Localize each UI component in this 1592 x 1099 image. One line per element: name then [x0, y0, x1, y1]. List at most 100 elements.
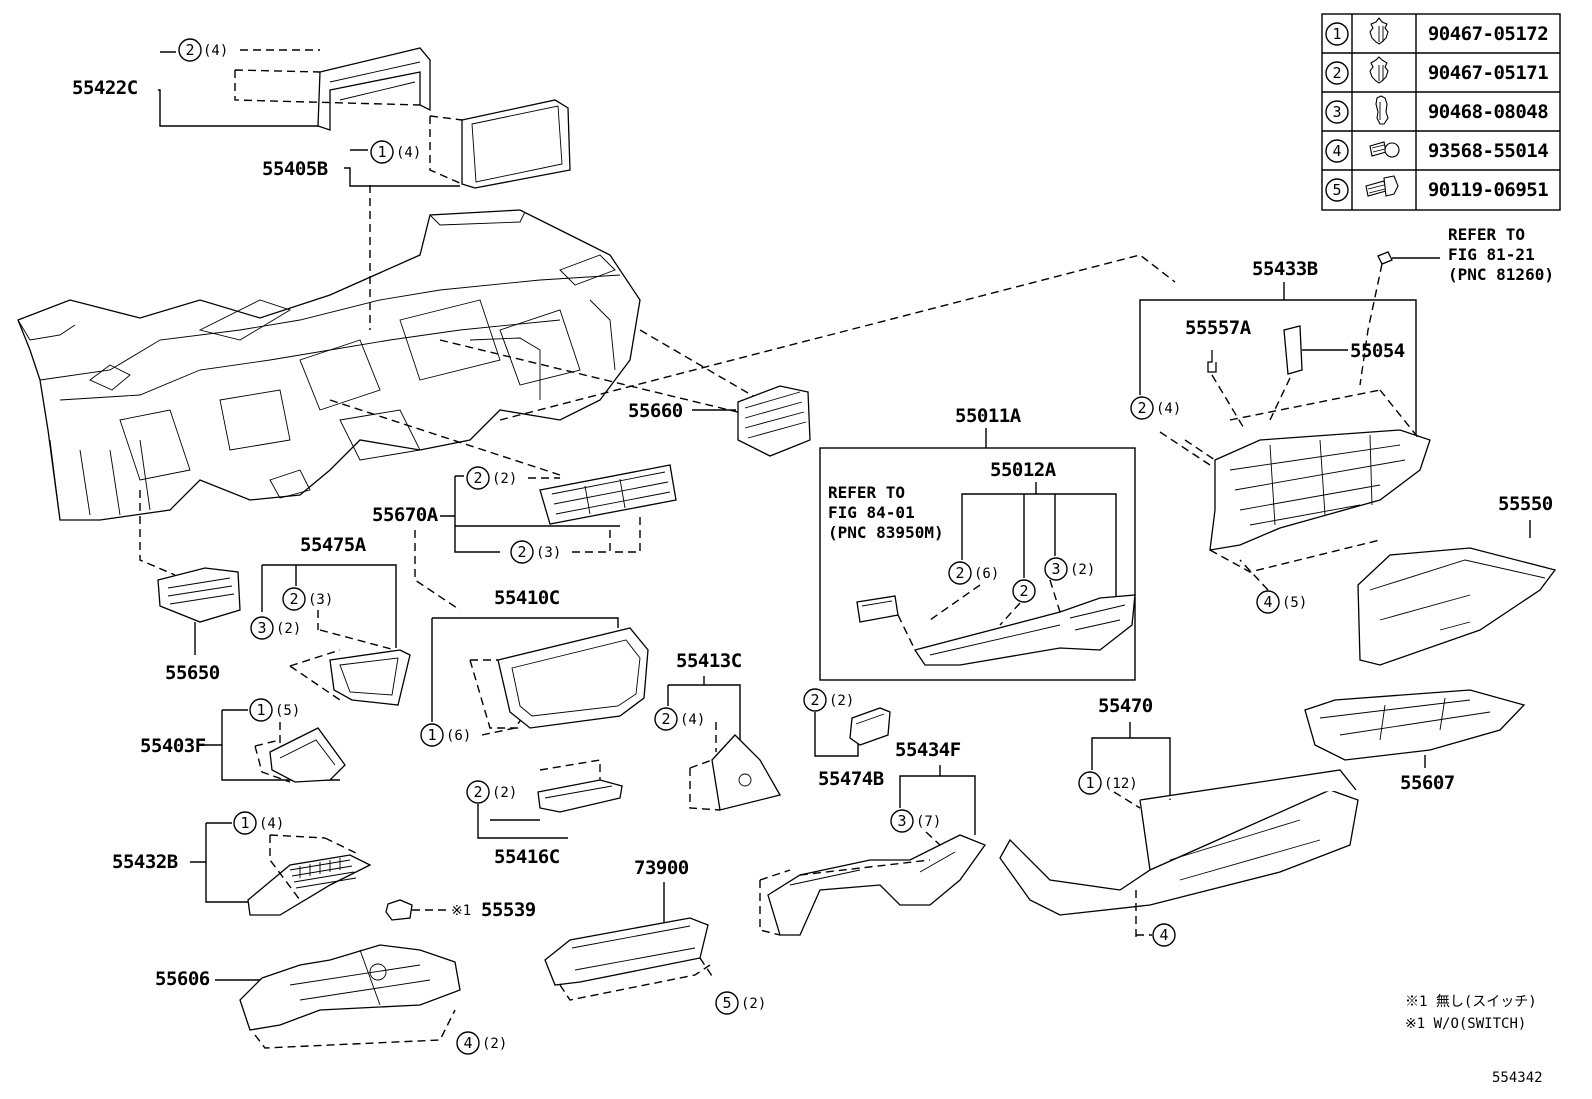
legend-row-5: 5 90119-06951 [1325, 175, 1549, 202]
label-55413C: 55413C [676, 650, 742, 672]
part-55470: 55470 1 (12) 4 [999, 695, 1359, 947]
part-73900: 73900 5 (2) [544, 857, 766, 1015]
callout-c5: 2 (3) [282, 587, 333, 630]
label-55054: 55054 [1350, 340, 1405, 362]
label-55434F: 55434F [895, 739, 961, 761]
svg-text:(5): (5) [1282, 595, 1307, 611]
part-55550: 55550 [1357, 493, 1557, 666]
svg-text:1: 1 [240, 814, 249, 832]
switch-assembly-box [819, 447, 1136, 681]
svg-text:3: 3 [897, 812, 906, 830]
label-55474B: 55474B [818, 768, 884, 790]
legend-row-1-num: 1 [1332, 25, 1341, 43]
svg-text:(2): (2) [276, 621, 301, 637]
clip-icon [1369, 17, 1389, 45]
figure-id: 554342 [1492, 1070, 1543, 1086]
svg-text:2: 2 [1019, 582, 1028, 600]
svg-text:FIG 84-01: FIG 84-01 [828, 503, 915, 522]
legend-row-2-num: 2 [1332, 64, 1341, 82]
svg-text:4: 4 [1159, 926, 1168, 944]
part-55474B: 2 (2) 55474B [803, 688, 891, 790]
part-55413C: 55413C 2 (4) [654, 650, 781, 811]
svg-text:1: 1 [1085, 774, 1094, 792]
callout-c16: 2 (6) [948, 561, 999, 585]
label-55660: 55660 [628, 400, 683, 422]
callout-c14: 5 (2) [699, 957, 766, 1015]
part-55011A: 55011A 55012A REFER TO FIG 84-01 (PNC 83… [819, 405, 1136, 681]
svg-text:REFER TO: REFER TO [1448, 225, 1525, 244]
part-55422C: 55422C 2 (4) [72, 38, 431, 131]
legend-row-5-part: 90119-06951 [1428, 179, 1548, 201]
label-55470: 55470 [1098, 695, 1153, 717]
ref-fig-81-21: REFER TO FIG 81-21 (PNC 81260) [1448, 225, 1554, 284]
svg-text:(5): (5) [275, 703, 300, 719]
callout-c2: 1 (4) [370, 140, 421, 164]
part-55434F: 55434F 3 (7) [759, 739, 987, 936]
legend-row-3-part: 90468-08048 [1428, 101, 1548, 123]
legend-row-5-num: 5 [1332, 181, 1341, 199]
ref-fig-84-01: REFER TO FIG 84-01 (PNC 83950M) [828, 483, 944, 542]
part-55410C: 55410C 1 (6) [420, 587, 649, 747]
callout-c6: 3 (2) [250, 616, 341, 667]
svg-text:2: 2 [185, 41, 194, 59]
callout-c11: 2 (2) [466, 780, 517, 804]
svg-text:(PNC 81260): (PNC 81260) [1448, 265, 1554, 284]
label-55403F: 55403F [140, 735, 206, 757]
part-55660: 55660 [628, 385, 811, 457]
svg-text:2: 2 [289, 590, 298, 608]
label-55550: 55550 [1498, 493, 1553, 515]
footnotes: ※1 無し(スイッチ) ※1 W/O(SWITCH) [1405, 994, 1537, 1032]
svg-text:(3): (3) [308, 592, 333, 608]
svg-text:3: 3 [1051, 560, 1060, 578]
label-55405B: 55405B [262, 158, 328, 180]
note-en: ※1 W/O(SWITCH) [1405, 1016, 1526, 1032]
callout-c21: 1 (12) [1078, 771, 1141, 809]
assembly-guide-lines [139, 185, 1176, 611]
legend-row-4-part: 93568-55014 [1428, 140, 1548, 162]
part-55416C: 2 (2) 55416C [466, 759, 623, 868]
svg-text:2: 2 [517, 543, 526, 561]
part-55670A: 55670A 2 (2) 2 (3) [372, 464, 677, 564]
callout-c15: 4 (2) [456, 1031, 507, 1055]
svg-text:2: 2 [473, 783, 482, 801]
svg-text:1: 1 [427, 726, 436, 744]
callout-c1: 2 (4) [178, 38, 320, 62]
fastener-legend-table: 1 90467-05172 2 90467-05171 3 90468-0804 [1321, 13, 1561, 211]
label-55432B: 55432B [112, 851, 178, 873]
label-55012A: 55012A [990, 459, 1057, 481]
callout-c4: 2 (3) [510, 515, 641, 564]
svg-text:5: 5 [722, 994, 731, 1012]
svg-text:(2): (2) [492, 785, 517, 801]
part-55432B: 55432B 1 (4) [112, 811, 372, 916]
callout-c18: 3 (2) [1044, 557, 1095, 581]
svg-text:(PNC 83950M): (PNC 83950M) [828, 523, 944, 542]
callout-c12: 3 (7) [890, 809, 941, 846]
label-55670A: 55670A [372, 504, 439, 526]
part-55539: ※1 55539 [385, 899, 536, 921]
svg-text:REFER TO: REFER TO [828, 483, 905, 502]
callout-c22: 4 [1135, 890, 1176, 947]
callout-c17: 2 [1012, 579, 1036, 603]
label-55557A: 55557A [1185, 317, 1252, 339]
svg-text:(6): (6) [974, 566, 999, 582]
callout-c7: 1 (5) [249, 698, 300, 746]
svg-text:(2): (2) [1070, 562, 1095, 578]
legend-row-1: 1 90467-05172 [1325, 17, 1549, 46]
part-55650: 55650 [157, 567, 241, 684]
label-55422C: 55422C [72, 77, 138, 99]
label-55410C: 55410C [494, 587, 560, 609]
clip-icon [1369, 56, 1389, 84]
callout-c10: 2 (2) [803, 688, 854, 712]
svg-text:(4): (4) [203, 43, 228, 59]
svg-text:2: 2 [473, 469, 482, 487]
label-55011A: 55011A [955, 405, 1022, 427]
legend-row-2: 2 90467-05171 [1325, 56, 1549, 85]
svg-text:(4): (4) [396, 145, 421, 161]
legend-row-3: 3 90468-08048 [1325, 95, 1549, 125]
svg-text:(4): (4) [259, 816, 284, 832]
clip-icon [1375, 95, 1389, 125]
svg-text:(2): (2) [492, 471, 517, 487]
svg-text:(7): (7) [916, 814, 941, 830]
callout-c3: 2 (2) [466, 466, 560, 490]
svg-text:1: 1 [256, 701, 265, 719]
